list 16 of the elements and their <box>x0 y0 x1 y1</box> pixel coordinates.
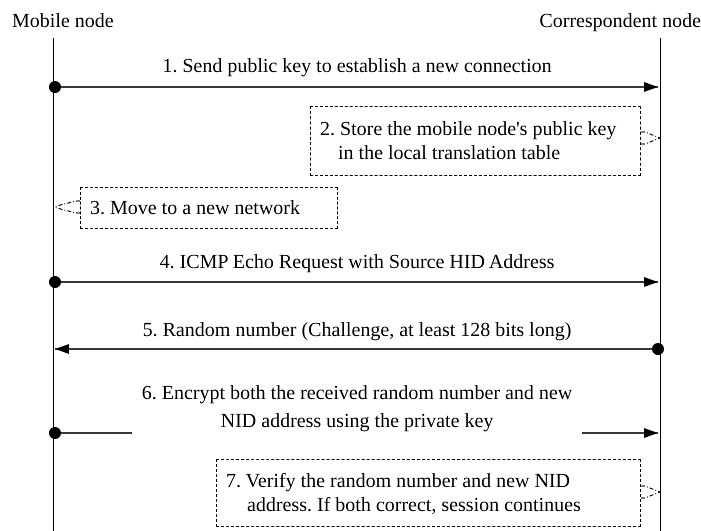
participant-label: Correspondent node <box>539 10 701 32</box>
note-box <box>216 459 641 527</box>
note-text: 7. Verify the random number and new NID address. If both correct, session continues <box>225 469 582 517</box>
message-arrow <box>55 343 664 355</box>
message-arrow <box>49 81 658 93</box>
note-text: 2. Store the mobile node's public key in the local translation table <box>319 117 618 165</box>
lifeline <box>658 38 662 531</box>
note-box <box>80 187 338 229</box>
note-text: 3. Move to a new network <box>89 196 301 220</box>
message-arrow <box>49 276 658 288</box>
note-pointer <box>52 200 80 214</box>
lifeline <box>51 38 55 531</box>
note-pointer <box>640 132 660 144</box>
participant-label: Mobile node <box>12 10 114 32</box>
note-box <box>310 106 641 176</box>
note-pointer <box>640 486 660 498</box>
